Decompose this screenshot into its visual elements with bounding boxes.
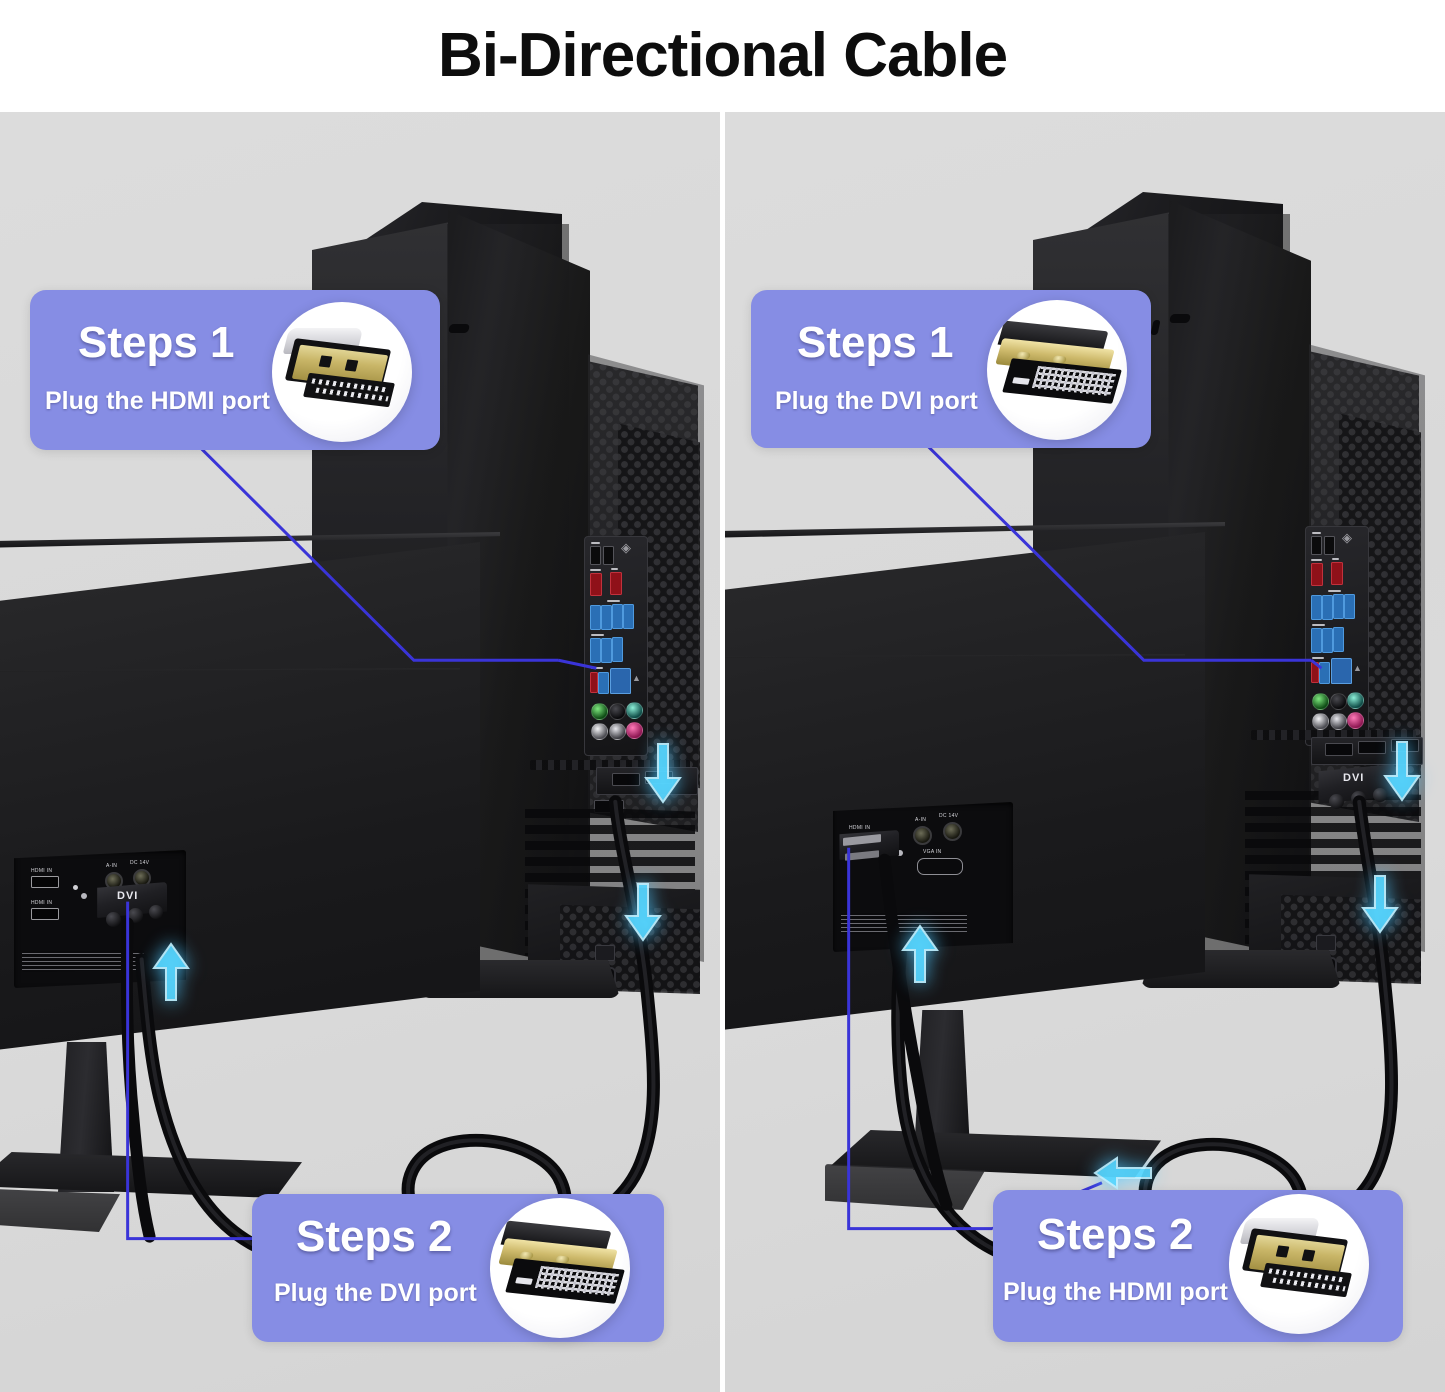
glow-arrow-psu: [1361, 875, 1399, 934]
dvi-connector-badge: DVI: [117, 890, 139, 902]
displayport-port: [1358, 741, 1386, 754]
step1-label-left: Steps 1: [78, 318, 235, 367]
rog-logo-icon: ◈: [621, 540, 631, 555]
dvi-connector-badge: DVI: [1343, 772, 1365, 784]
audio-jack-grey: [609, 723, 626, 740]
callout-left-step1[interactable]: Steps 1 Plug the HDMI port: [30, 290, 440, 450]
panel-hdmi-to-dvi: ◈: [0, 112, 720, 1392]
ethernet-port: [610, 668, 631, 694]
usb3-port: [612, 637, 623, 662]
ethernet-port: [1331, 658, 1352, 684]
title-band: Bi-Directional Cable: [0, 0, 1445, 112]
usb3-port: [601, 638, 612, 663]
usb3-port: [1333, 594, 1344, 619]
audio-in-label: A-IN: [106, 863, 118, 869]
usb3-port: [1333, 627, 1344, 652]
motherboard-io-panel: ◈: [1305, 526, 1369, 746]
audio-jack-grey: [1330, 713, 1347, 730]
hdmi-in-label: HDMI IN: [849, 825, 871, 831]
usb3-port: [612, 604, 623, 629]
usb32-port: [610, 572, 622, 595]
audio-jack-green: [591, 703, 608, 720]
audio-jack-black: [609, 703, 626, 720]
audio-jack-white: [591, 723, 608, 740]
step1-desc-right: Plug the DVI port: [775, 387, 978, 415]
panel-dvi-to-hdmi: ◈: [725, 112, 1445, 1392]
glow-arrow-monitor: [901, 924, 939, 983]
audio-in-jack: [913, 826, 932, 845]
usb32-port: [1331, 562, 1343, 585]
audio-jack-white: [1312, 713, 1329, 730]
audio-jack-teal: [626, 702, 643, 719]
callout-right-step2[interactable]: Steps 2 Plug the HDMI port: [993, 1190, 1403, 1342]
step2-label-left: Steps 2: [296, 1212, 453, 1261]
usb3-port: [623, 604, 634, 629]
dvi-connector-bubble-left-step2: [490, 1198, 630, 1338]
usb3-port: [598, 672, 609, 694]
usb2-port: [1311, 536, 1322, 555]
network-icon: ▲: [1353, 663, 1362, 673]
glow-arrow-cable: [1093, 1156, 1152, 1190]
displayport-port: [612, 773, 640, 786]
usb3-port: [1311, 595, 1322, 620]
hdmi-in-port-2: [31, 908, 59, 920]
network-icon: ▲: [632, 673, 641, 683]
step2-desc-left: Plug the DVI port: [274, 1279, 477, 1307]
audio-jack-black: [1330, 693, 1347, 710]
hdmi-in-port-1: [31, 876, 59, 888]
usb3-port: [1311, 628, 1322, 653]
panel-divider: [720, 112, 725, 1392]
usb3-port: [1319, 662, 1330, 684]
glow-arrow-psu: [624, 883, 662, 942]
hdmi-connector-bubble-left-step1: [272, 302, 412, 442]
hdmi-in-label-2: HDMI IN: [31, 900, 53, 906]
glow-arrow-monitor: [152, 942, 190, 1001]
audio-jack-teal: [1347, 692, 1364, 709]
glow-arrow-gpu: [1383, 741, 1421, 802]
dc-power-jack: [943, 822, 962, 841]
usb32-port: [590, 573, 602, 596]
dc-power-label: DC 14V: [130, 860, 150, 866]
vga-in-label: VGA IN: [923, 849, 942, 855]
dvi-connector-bubble-right-step1: [987, 300, 1127, 440]
usb3-port: [1344, 594, 1355, 619]
warning-label: [22, 950, 144, 972]
glow-arrow-gpu: [644, 743, 682, 804]
vga-in-port: [917, 858, 963, 875]
step2-desc-right: Plug the HDMI port: [1003, 1278, 1228, 1306]
usb32-port: [1311, 563, 1323, 586]
panel-container: ◈: [0, 112, 1445, 1392]
step1-label-right: Steps 1: [797, 318, 954, 367]
motherboard-io-panel: ◈: [584, 536, 648, 756]
audio-jack-pink: [626, 722, 643, 739]
displayport-port: [1325, 743, 1353, 756]
step2-label-right: Steps 2: [1037, 1210, 1194, 1259]
audio-jack-green: [1312, 693, 1329, 710]
usb3-port: [1322, 628, 1333, 653]
psu-power-switch[interactable]: [1316, 935, 1336, 951]
usb3-port: [590, 638, 601, 663]
usb-typec-port: [590, 672, 598, 693]
usb2-port: [1324, 536, 1335, 555]
step1-desc-left: Plug the HDMI port: [45, 387, 270, 415]
hdmi-in-label-1: HDMI IN: [31, 868, 53, 874]
usb3-port: [590, 605, 601, 630]
rog-logo-icon: ◈: [1342, 530, 1352, 545]
hdmi-connector-bubble-right-step2: [1229, 1194, 1369, 1334]
usb2-port: [603, 546, 614, 565]
usb-typec-port: [1311, 662, 1319, 683]
usb2-port: [590, 546, 601, 565]
psu-power-switch[interactable]: [595, 945, 615, 961]
audio-in-label: A-IN: [915, 817, 927, 823]
usb3-port: [1322, 595, 1333, 620]
page-title: Bi-Directional Cable: [437, 21, 1008, 90]
dc-power-label: DC 14V: [939, 813, 959, 819]
usb3-port: [601, 605, 612, 630]
audio-jack-pink: [1347, 712, 1364, 729]
